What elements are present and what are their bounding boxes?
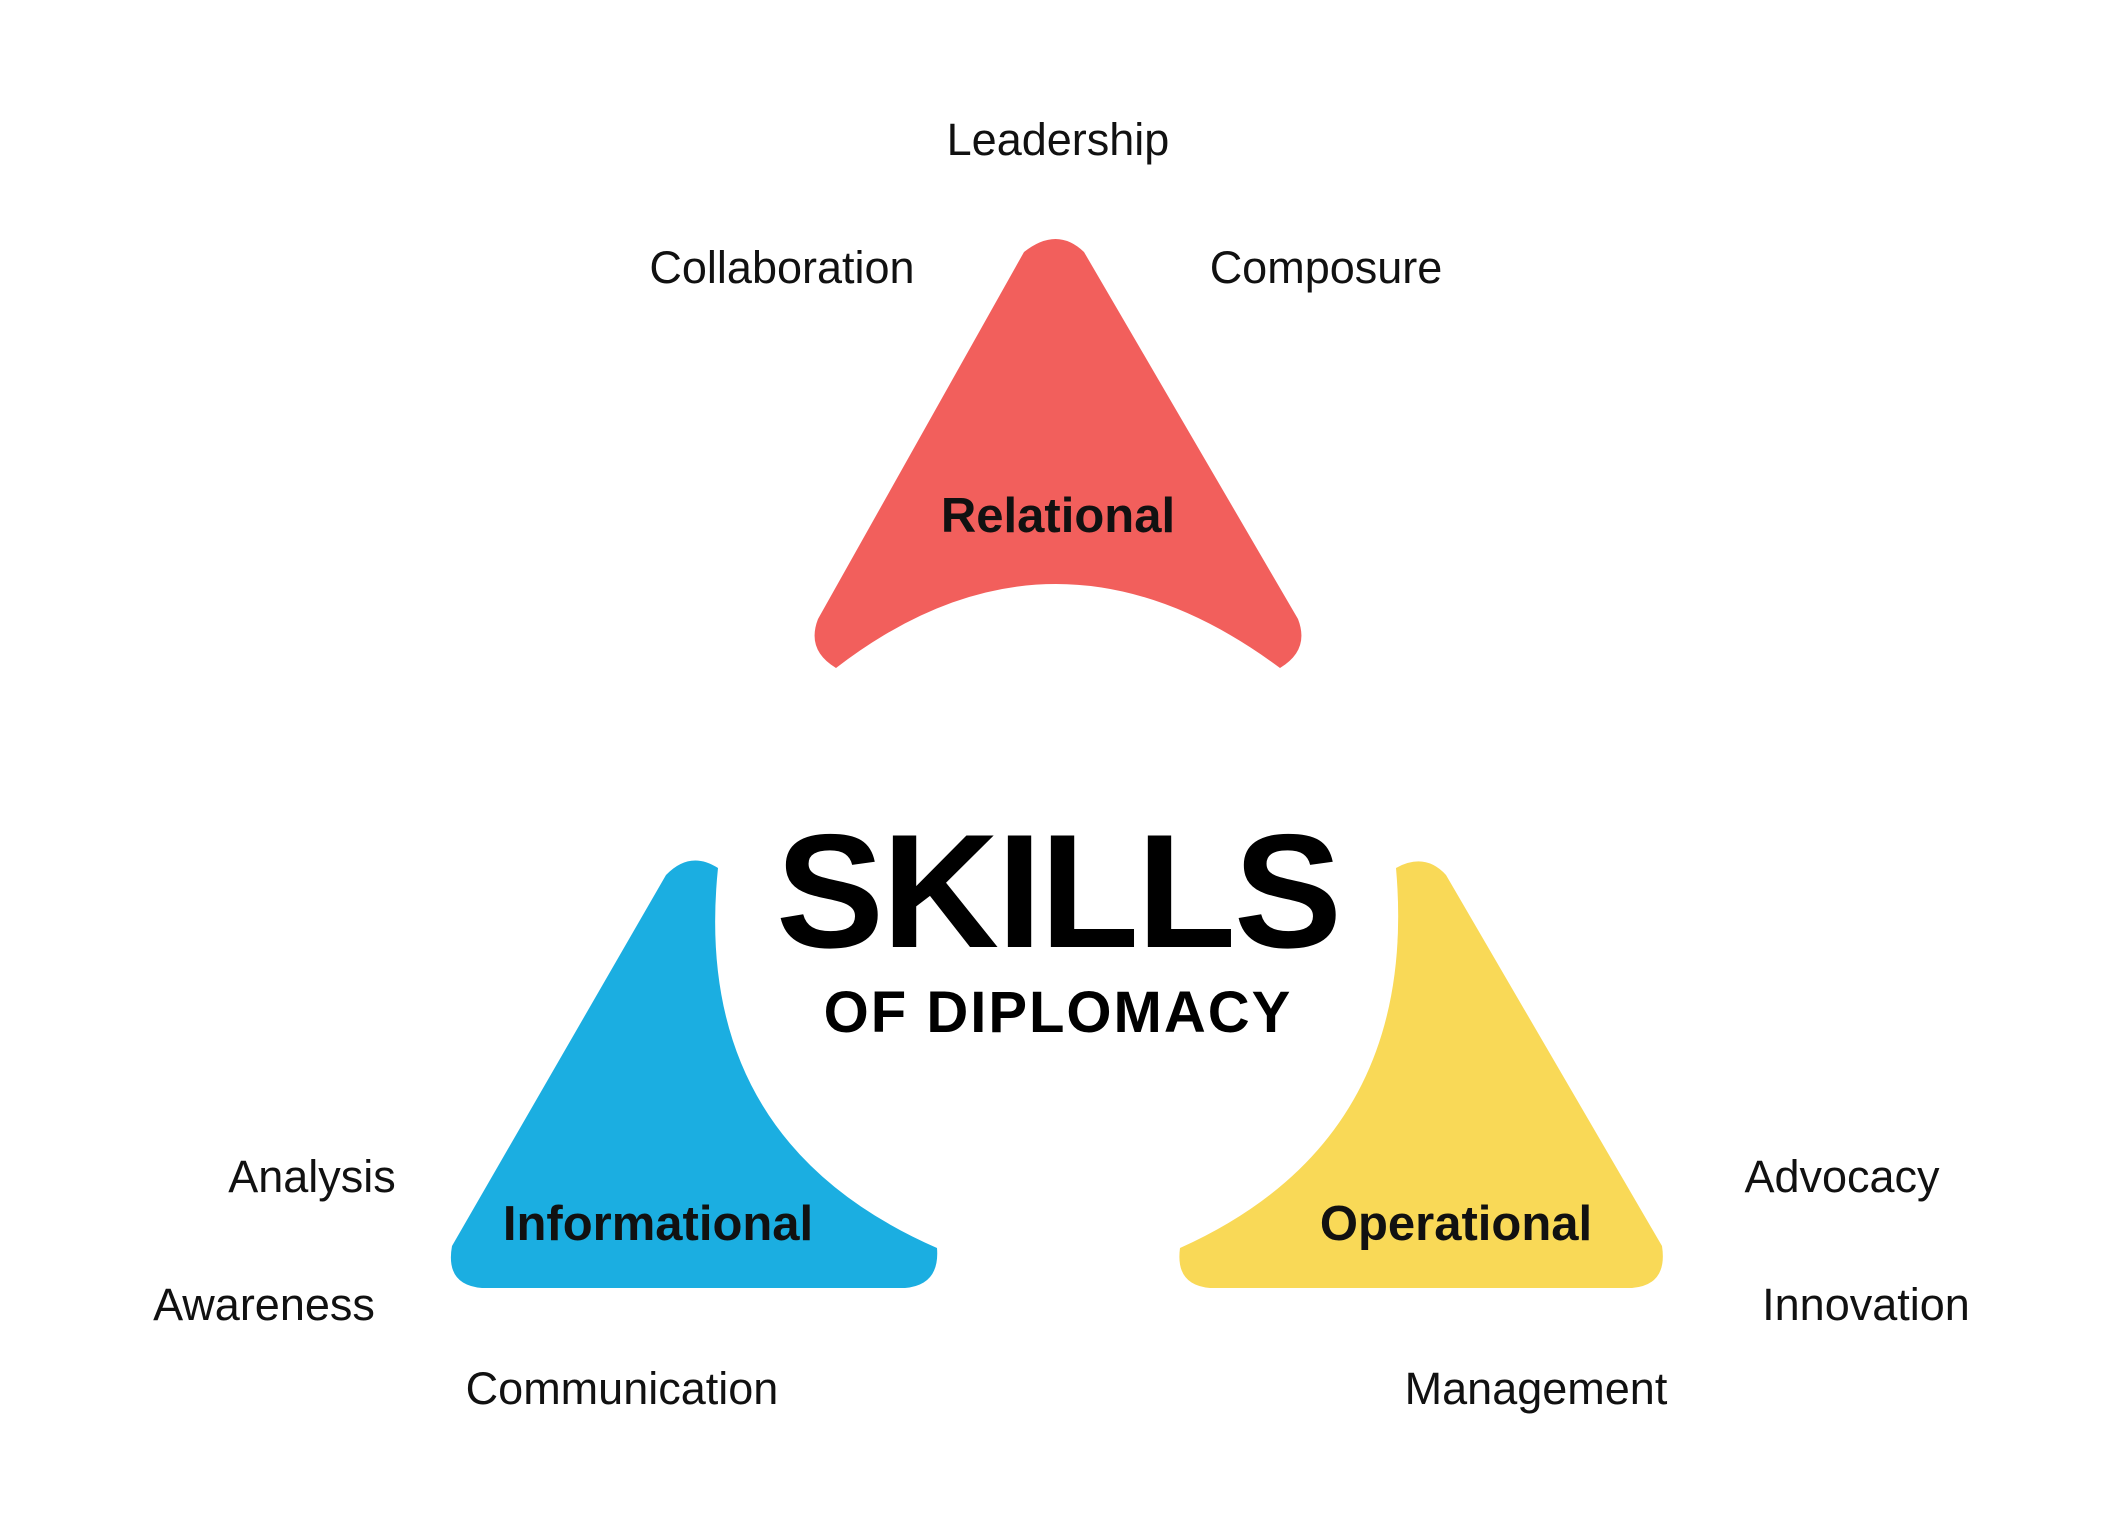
group-label-informational: Informational bbox=[503, 1197, 813, 1251]
skill-collaboration: Collaboration bbox=[649, 242, 914, 293]
group-label-operational: Operational bbox=[1320, 1197, 1592, 1251]
skill-analysis: Analysis bbox=[228, 1151, 396, 1202]
skill-advocacy: Advocacy bbox=[1744, 1151, 1940, 1202]
skill-leadership: Leadership bbox=[947, 114, 1170, 165]
skill-composure: Composure bbox=[1210, 242, 1443, 293]
skill-communication: Communication bbox=[466, 1363, 779, 1414]
operational-triangle-shape bbox=[1179, 861, 1663, 1288]
group-label-relational: Relational bbox=[941, 489, 1175, 543]
skill-awareness: Awareness bbox=[153, 1279, 375, 1330]
skill-management: Management bbox=[1405, 1363, 1668, 1414]
skill-innovation: Innovation bbox=[1762, 1279, 1970, 1330]
sub-title: OF DIPLOMACY bbox=[824, 980, 1293, 1045]
relational-triangle-shape bbox=[814, 239, 1302, 668]
main-title: SKILLS bbox=[776, 801, 1340, 982]
informational-triangle-shape bbox=[450, 860, 938, 1288]
